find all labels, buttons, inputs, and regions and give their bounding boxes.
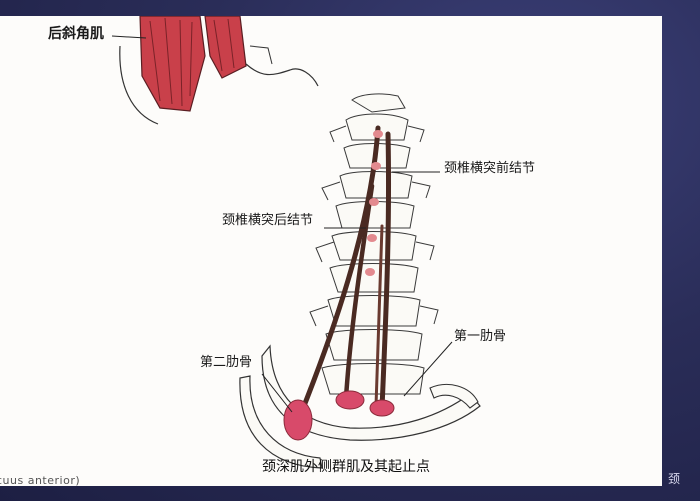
leader-second-rib xyxy=(261,373,293,413)
attachment-markings xyxy=(365,130,383,276)
label-second-rib: 第二肋骨 xyxy=(200,355,253,370)
slide-canvas: 后斜角肌 颈椎横突前结节 颈椎横突后结节 第一肋骨 第二肋骨 颈深肌外侧群肌及其… xyxy=(0,16,662,486)
first-rib-insertion-anterior xyxy=(335,390,365,410)
anatomy-illustration xyxy=(111,16,481,469)
clipped-latin-text: cuus anterior) xyxy=(0,474,81,486)
clipped-right-text: 颈 xyxy=(668,472,681,486)
posterior-scalene-muscle xyxy=(119,16,319,125)
label-posterior-tubercle: 颈椎横突后结节 xyxy=(222,213,314,228)
label-posterior-scalene: 后斜角肌 xyxy=(48,26,104,42)
second-rib-insertion xyxy=(283,399,313,441)
transverse-processes xyxy=(309,125,439,327)
figure-caption: 颈深肌外侧群肌及其起止点 xyxy=(262,459,430,475)
second-rib-bone xyxy=(239,375,323,469)
leader-first-rib xyxy=(403,341,453,397)
cervical-spine xyxy=(321,93,425,395)
rib-head xyxy=(429,384,479,409)
label-anterior-tubercle: 颈椎横突前结节 xyxy=(444,161,536,176)
first-rib-insertion-middle xyxy=(369,399,395,417)
label-first-rib: 第一肋骨 xyxy=(454,329,507,344)
leader-posterior-scalene xyxy=(111,35,147,39)
